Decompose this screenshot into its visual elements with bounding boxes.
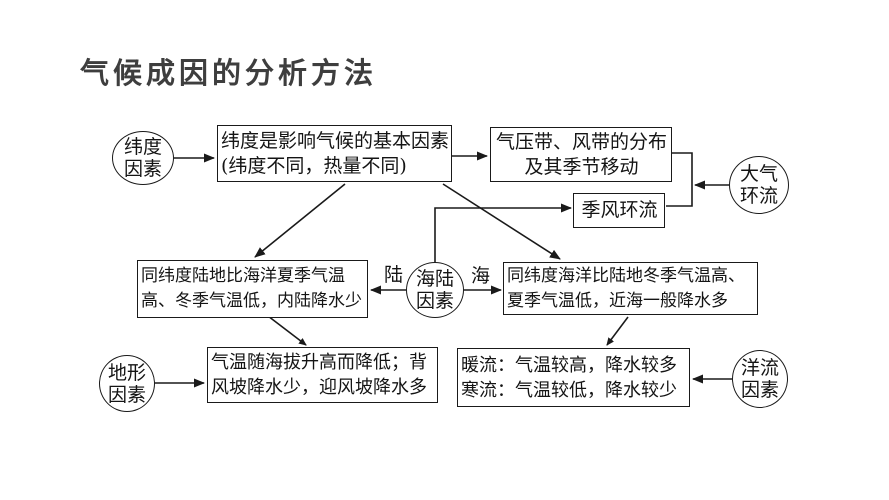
node-terrain-box-line1: 气温随海拔升高而降低；背 [211, 352, 427, 373]
node-pressure-line2: 及其季节移动 [524, 155, 639, 178]
node-latitude-factor-line1: 纬度 [123, 136, 162, 158]
node-current-box-line2: 寒流：气温较低，降水较少 [461, 379, 677, 401]
node-latitude-box-line2: (纬度不同，热量不同) [221, 154, 407, 177]
node-terrain-line2: 因素 [107, 383, 146, 406]
node-latitude-box-line1: 纬度是影响气候的基本因素 [221, 129, 450, 152]
arrow-seabox-to-currentbox [606, 316, 629, 346]
bracket-pressure-monsoon [666, 152, 693, 207]
node-sea-box: 同纬度海洋比陆地冬季气温高、 夏季气温低，近海一般降水多 [503, 262, 758, 315]
node-latitude-factor-line2: 因素 [123, 158, 162, 180]
node-pressure-belt-box: 气压带、风带的分布 及其季节移动 [490, 127, 672, 182]
node-current-box-line1: 暖流：气温较高，降水较多 [461, 354, 677, 376]
edge-label-land: 陆 [384, 264, 404, 286]
node-sealand-line2: 因素 [415, 290, 454, 312]
node-land-box: 同纬度陆地比海洋夏季气温 高、冬季气温低，内陆降水少 [137, 260, 368, 318]
node-pressure-line1: 气压带、风带的分布 [495, 130, 667, 153]
node-land-box-line2: 高、冬季气温低，内陆降水少 [141, 291, 362, 311]
node-atmospheric-circulation: 大气 环流 [729, 156, 789, 214]
page-title: 气候成因的分析方法 [80, 58, 378, 90]
arrow-landbox-to-terrainbox [267, 315, 307, 346]
node-terrain-factor: 地形 因素 [99, 355, 155, 412]
node-oceancurrent-line1: 洋流 [740, 357, 779, 379]
arrow-sealand-to-monsoon [434, 203, 572, 262]
node-sea-land-factor: 海陆 因素 [406, 262, 464, 318]
arrow-latbox-to-seabox [442, 183, 561, 260]
node-atmos-line1: 大气 [739, 163, 778, 185]
node-sealand-line1: 海陆 [415, 268, 454, 290]
arrow-latbox-to-landbox [254, 183, 346, 258]
node-latitude-factor: 纬度 因素 [112, 131, 174, 185]
node-terrain-box-line2: 风坡降水少，迎风坡降水多 [211, 377, 427, 398]
node-atmos-line2: 环流 [739, 185, 778, 207]
node-sea-box-line2: 夏季气温低，近海一般降水多 [507, 290, 728, 311]
node-monsoon-box: 季风环流 [573, 193, 665, 228]
node-terrain-box: 气温随海拔升高而降低；背 风坡降水少，迎风坡降水多 [207, 347, 438, 403]
node-current-box: 暖流：气温较高，降水较多 寒流：气温较低，降水较少 [457, 348, 690, 407]
node-monsoon-line1: 季风环流 [581, 199, 658, 221]
node-oceancurrent-line2: 因素 [740, 379, 779, 401]
node-sea-box-line1: 同纬度海洋比陆地冬季气温高、 [507, 265, 745, 286]
node-latitude-box: 纬度是影响气候的基本因素 (纬度不同，热量不同) [217, 125, 452, 182]
node-ocean-current-factor: 洋流 因素 [732, 350, 788, 408]
node-terrain-line1: 地形 [107, 361, 146, 384]
node-land-box-line1: 同纬度陆地比海洋夏季气温 [141, 266, 345, 286]
edge-label-sea: 海 [471, 265, 491, 287]
